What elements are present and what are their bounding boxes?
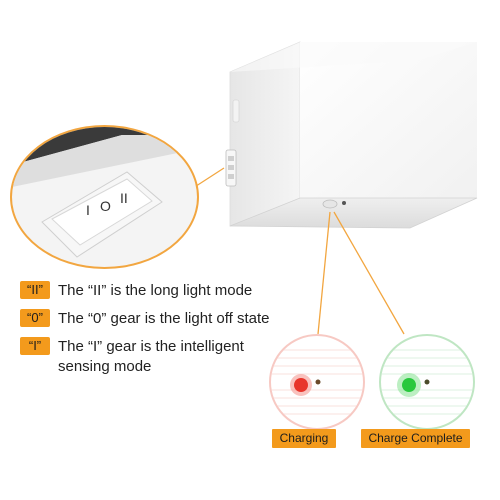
charging-indicator-circle	[269, 334, 365, 430]
rocker-label-i: I	[86, 202, 90, 218]
led-dot-icon	[342, 201, 346, 205]
complete-led-icon	[402, 378, 416, 392]
charging-led-icon	[294, 378, 308, 392]
switch-zoom-circle: I O II	[10, 125, 199, 269]
mode-sense-badge: “I”	[20, 337, 50, 355]
charging-connector-line	[317, 211, 331, 335]
mode-off-badge: “0”	[20, 309, 50, 327]
mode-long-row: “II” The “II” is the long light mode	[20, 281, 252, 301]
charging-label: Charging	[272, 429, 336, 448]
cube-bottom-opening	[229, 197, 478, 229]
sensor-icon	[322, 199, 338, 209]
cube-top-face	[230, 42, 477, 72]
mode-off-row: “0” The “0” gear is the light off state	[20, 309, 270, 329]
mode-sense-text: The “I” gear is the intelligent sensing …	[58, 337, 244, 377]
cube-front-face	[300, 42, 477, 198]
mode-sense-text-line2: sensing mode	[58, 358, 152, 375]
rocker-label-ii: II	[120, 190, 128, 206]
rocker-label-o: O	[100, 198, 111, 214]
mode-sense-row: “I” The “I” gear is the intelligent sens…	[20, 337, 244, 377]
mode-long-badge: “II”	[20, 281, 50, 299]
mode-sense-text-line1: The “I” gear is the intelligent	[58, 338, 244, 355]
charge-complete-label: Charge Complete	[361, 429, 470, 448]
cube-side-port	[232, 99, 240, 123]
mode-off-text: The “0” gear is the light off state	[58, 310, 270, 327]
mode-long-text: The “II” is the long light mode	[58, 282, 253, 299]
complete-connector-line	[333, 211, 405, 335]
complete-indicator-circle	[379, 334, 475, 430]
